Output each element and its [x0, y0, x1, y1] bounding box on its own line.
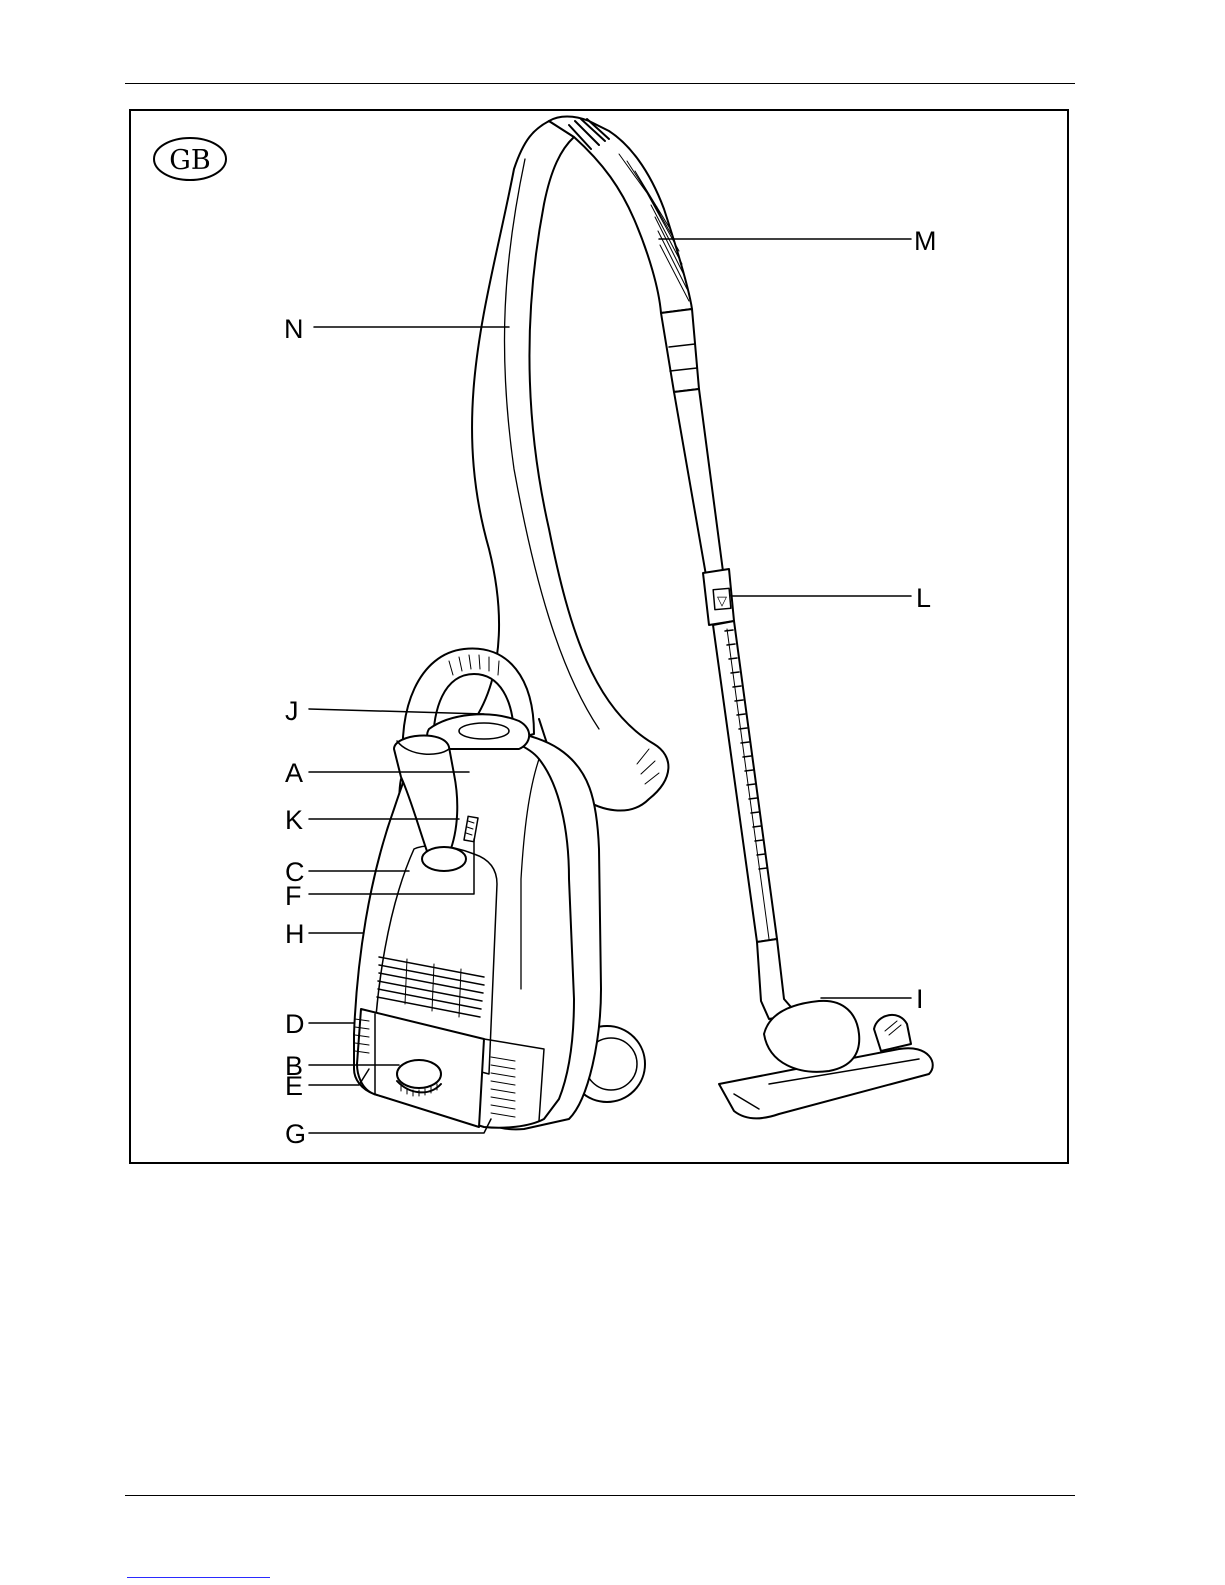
region-badge-text: GB — [169, 145, 210, 176]
callout-N: N — [284, 314, 304, 344]
header-rule — [125, 83, 1075, 84]
callout-G: G — [285, 1119, 306, 1149]
hose-wand-connector — [549, 117, 699, 393]
callout-F: F — [285, 881, 302, 911]
callout-H: H — [285, 919, 305, 949]
footer-link-underline[interactable] — [127, 1577, 270, 1578]
callout-A: A — [285, 758, 303, 788]
callout-K: K — [285, 805, 303, 835]
telescopic-wand: ▽ — [674, 389, 797, 1019]
floor-nozzle — [719, 1001, 933, 1118]
footer-rule — [125, 1495, 1075, 1496]
callout-D: D — [285, 1009, 305, 1039]
callout-I: I — [916, 984, 924, 1014]
callout-M: M — [914, 226, 937, 256]
switch-glyph: ▽ — [717, 594, 727, 609]
callout-L: L — [916, 583, 931, 613]
callout-E: E — [285, 1071, 303, 1101]
callout-J: J — [285, 696, 299, 726]
vacuum-cleaner-figure: GB ▽ — [129, 109, 1069, 1164]
vacuum-diagram-svg: GB ▽ — [129, 109, 1069, 1164]
region-badge: GB — [154, 138, 226, 180]
